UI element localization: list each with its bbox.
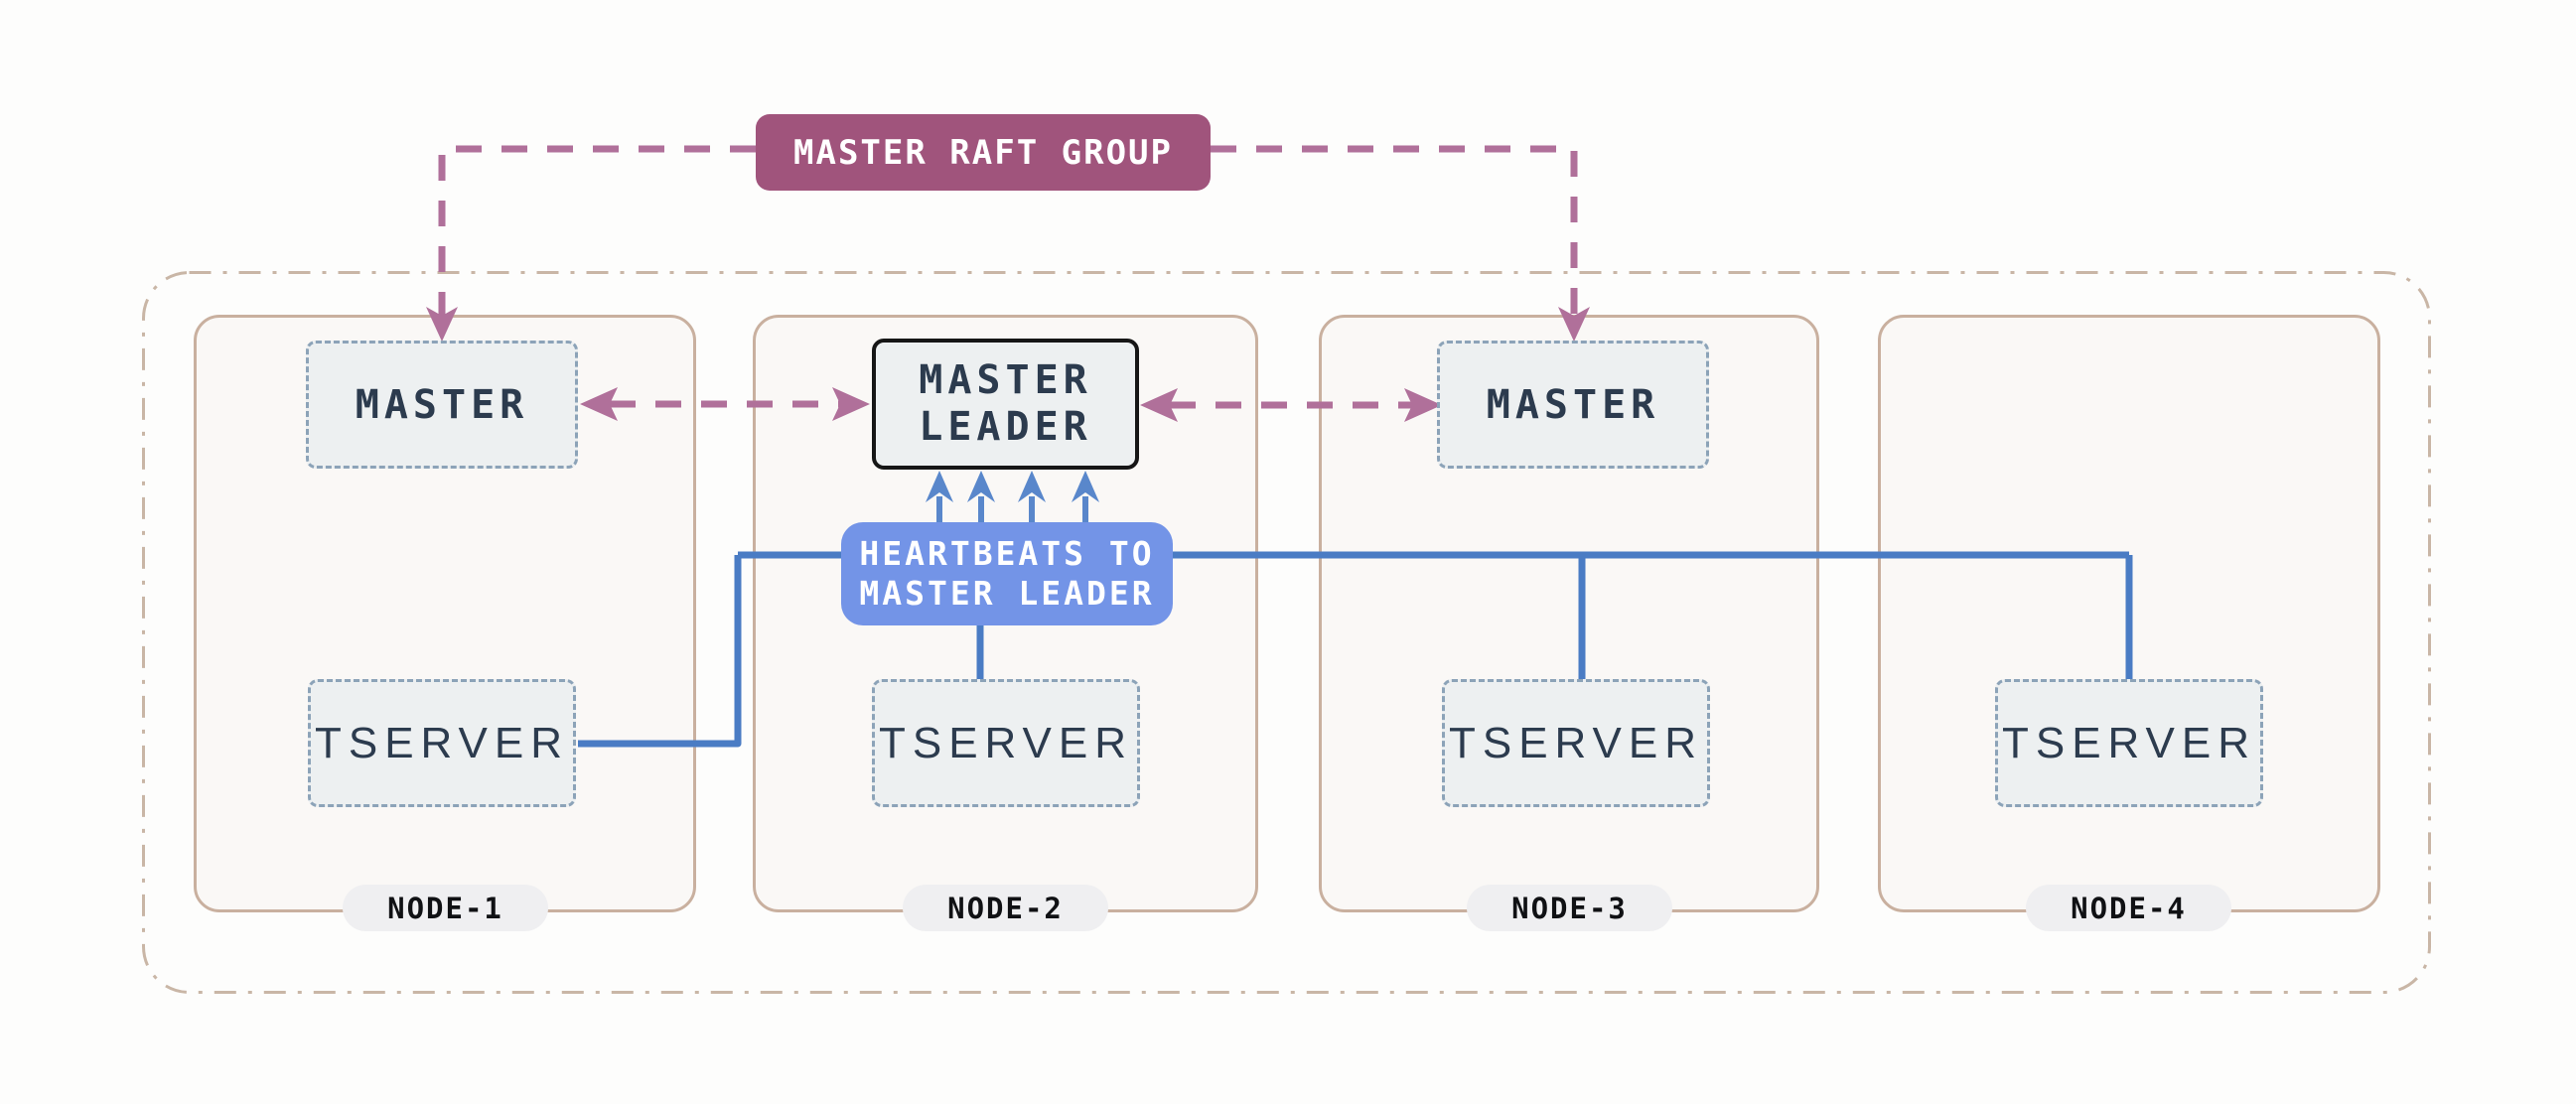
heartbeats-line1: HEARTBEATS TO: [859, 534, 1155, 573]
node-2-label-pill: NODE-2: [903, 885, 1108, 931]
heartbeats-line2: MASTER LEADER: [859, 574, 1155, 613]
up-arrowhead-icon: [967, 471, 995, 502]
node-4-label: NODE-4: [2071, 891, 2187, 925]
right-arrowhead-icon: [1404, 388, 1442, 422]
master-label-node1: MASTER: [355, 381, 529, 428]
node-1-label: NODE-1: [387, 891, 503, 925]
right-arrowhead-icon: [832, 387, 870, 421]
master-label-node3: MASTER: [1486, 381, 1660, 428]
master-box-node3: MASTER: [1437, 341, 1709, 469]
down-arrowhead-icon: [426, 307, 458, 342]
node-4-label-pill: NODE-4: [2026, 885, 2231, 931]
heartbeat-arrow-stems: [936, 496, 1088, 523]
heartbeats-callout: HEARTBEATS TO MASTER LEADER: [841, 522, 1173, 625]
raft-link-to-master1: [438, 145, 756, 330]
master-box-node1: MASTER: [306, 341, 578, 469]
up-arrowhead-icon: [1072, 471, 1099, 502]
tserver-label-node3: TSERVER: [1448, 718, 1704, 767]
tserver-box-node2: TSERVER: [872, 679, 1140, 807]
node-3-label: NODE-3: [1511, 891, 1628, 925]
node-2-label: NODE-2: [947, 891, 1064, 925]
master-raft-group-label: MASTER RAFT GROUP: [793, 132, 1173, 173]
tserver-box-node3: TSERVER: [1442, 679, 1710, 807]
down-arrowhead-icon: [1558, 307, 1590, 342]
master-raft-group-banner: MASTER RAFT GROUP: [756, 114, 1211, 191]
up-arrowhead-icon: [926, 471, 953, 502]
tserver-label-node1: TSERVER: [314, 718, 570, 767]
heartbeat-links: [578, 551, 2133, 748]
tserver-box-node1: TSERVER: [308, 679, 576, 807]
raft-group-links: [438, 145, 1578, 409]
tserver-box-node4: TSERVER: [1995, 679, 2263, 807]
tserver-label-node4: TSERVER: [2001, 718, 2257, 767]
cluster-boundary: [142, 271, 2431, 994]
up-arrowhead-icon: [1018, 471, 1046, 502]
raft-link-to-master3: [1211, 145, 1578, 330]
node-3-label-pill: NODE-3: [1467, 885, 1672, 931]
left-arrowhead-icon: [580, 387, 618, 421]
heartbeat-arrows: [926, 471, 1099, 523]
up-arrowhead-icons: [926, 471, 1099, 502]
left-arrowhead-icon: [1140, 388, 1178, 422]
master-leader-line2: LEADER: [919, 404, 1092, 450]
node-1-label-pill: NODE-1: [343, 885, 548, 931]
raft-arrowheads: [426, 307, 1590, 422]
master-leader-box: MASTER LEADER: [872, 339, 1139, 470]
heartbeat-line-tserver1: [578, 555, 742, 748]
tserver-label-node2: TSERVER: [878, 718, 1134, 767]
master-leader-line1: MASTER: [919, 357, 1092, 403]
